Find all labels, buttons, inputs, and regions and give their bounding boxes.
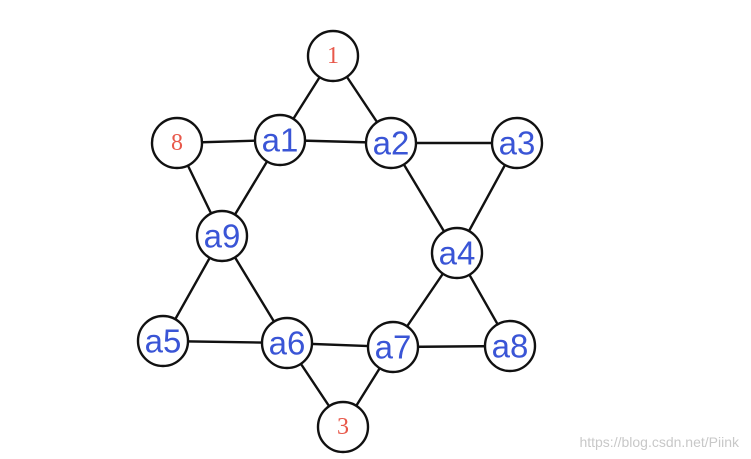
nodes-layer: 1 8 a1 a2 a3 a9 a4 a5 a6 a7 a8 3 [136,29,544,454]
node-a8: a8 [483,319,537,373]
node-label: 1 [327,43,339,69]
node-circle [366,320,420,374]
node-a7: a7 [366,320,420,374]
node-a2: a2 [364,116,418,170]
node-n1: 1 [306,29,360,83]
node-label: a8 [492,328,529,365]
node-circle [253,113,307,167]
node-label: a2 [373,125,410,162]
node-label: a6 [269,325,306,362]
node-label: a4 [439,235,476,272]
node-label: a3 [499,125,536,162]
node-a9: a9 [195,209,249,263]
node-circle [260,316,314,370]
node-label: a9 [204,218,241,255]
node-label: 8 [171,130,183,156]
node-label: a5 [145,323,182,360]
node-a3: a3 [490,116,544,170]
node-a5: a5 [136,314,190,368]
node-a4: a4 [430,226,484,280]
watermark-text: https://blog.csdn.net/Piink [579,434,739,450]
node-n8: 8 [150,116,204,170]
node-label: a1 [262,122,299,159]
node-a1: a1 [253,113,307,167]
node-n3: 3 [316,400,370,454]
node-circle [483,319,537,373]
node-circle [136,314,190,368]
node-circle [316,400,370,454]
node-circle [430,226,484,280]
node-circle [195,209,249,263]
node-circle [306,29,360,83]
node-label: 3 [337,414,349,440]
node-label: a7 [375,329,412,366]
node-circle [364,116,418,170]
node-circle [150,116,204,170]
node-circle [490,116,544,170]
node-a6: a6 [260,316,314,370]
